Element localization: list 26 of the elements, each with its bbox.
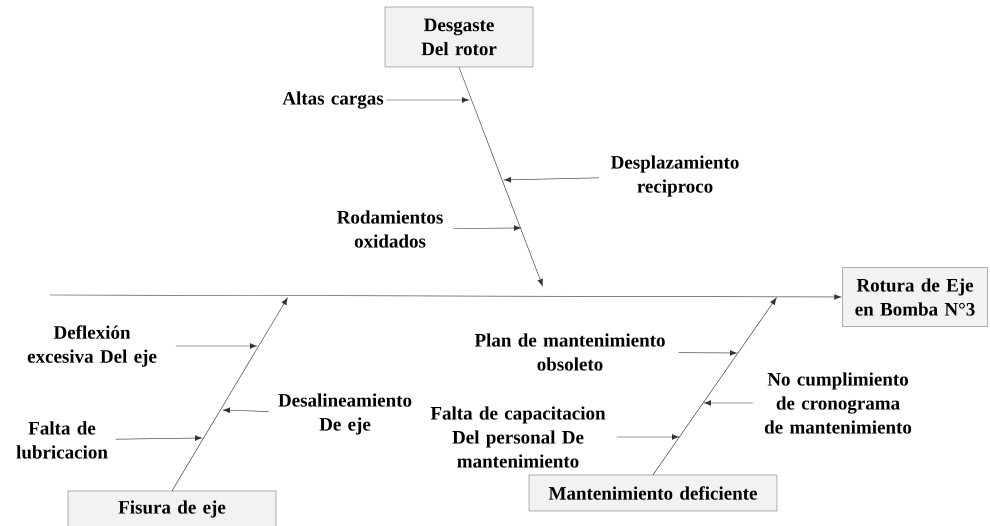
cause-category-box: Desgaste Del rotor: [384, 6, 534, 68]
effect-box: Rotura de Eje en Bomba N°3: [842, 267, 988, 327]
cause-label: Plan de mantenimiento obsoleto: [474, 333, 665, 371]
cause-label: Altas cargas: [282, 91, 384, 109]
arrow: [222, 407, 270, 414]
arrow: [175, 343, 258, 349]
arrow: [172, 298, 288, 492]
arrow: [458, 66, 543, 286]
cause-label: Desalineamiento De eje: [278, 393, 412, 435]
spine-arrow: [50, 294, 842, 300]
arrow: [652, 298, 777, 476]
arrow: [504, 177, 600, 183]
arrow: [704, 400, 754, 406]
cause-label: Deflexión excesiva Del eje: [28, 325, 156, 367]
cause-category-box: Mantenimiento deficiente: [528, 474, 778, 512]
cause-label: Rodamientos oxidados: [337, 210, 443, 248]
arrow: [453, 225, 522, 231]
cause-label: No cumplimiento de cronograma de mantenimiento: [764, 372, 912, 434]
cause-category-box: Fisura de eje: [68, 490, 276, 526]
arrow: [386, 97, 470, 103]
arrow: [616, 434, 680, 440]
arrow: [115, 435, 202, 441]
arrow: [678, 350, 738, 356]
cause-label: Falta de lubricacion: [16, 421, 108, 459]
cause-label: Falta de capacitacion Del personal De mantenimiento: [430, 406, 606, 468]
cause-label: Desplazamiento reciproco: [610, 155, 739, 197]
